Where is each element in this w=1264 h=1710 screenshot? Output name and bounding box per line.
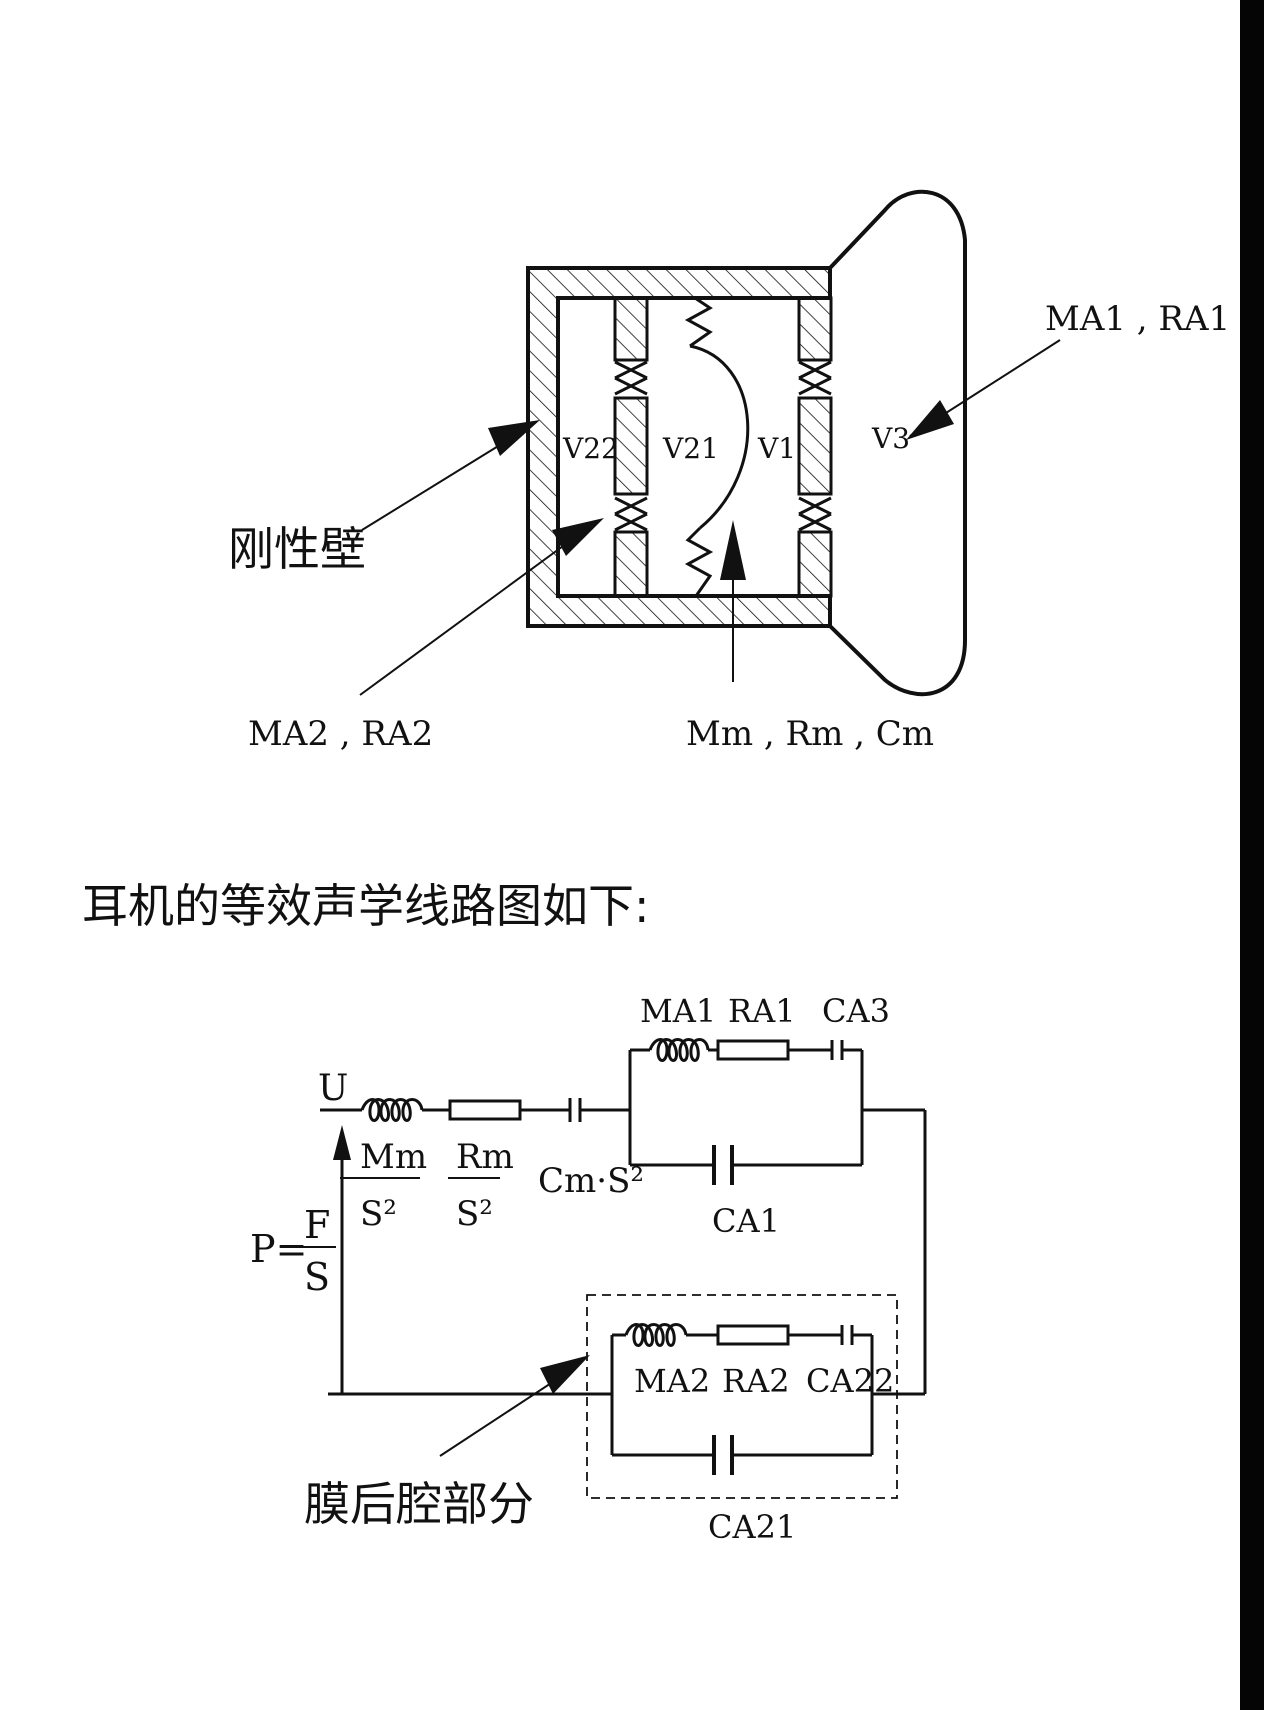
ma2-inductor [624, 1323, 688, 1347]
label-rm-den: S² [456, 1194, 493, 1234]
arrow-mm-rm-cm [720, 520, 746, 682]
label-ma1: MA1 [640, 992, 716, 1030]
back-cavity-arrow [439, 1371, 569, 1457]
label-u: U [318, 1068, 348, 1109]
circuit-labels: U P= F S Mm S² Rm S² Cm·S² MA1 RA1 CA3 C… [250, 992, 894, 1546]
label-mm-den: S² [360, 1194, 397, 1234]
source-arrow [333, 1125, 351, 1160]
back-cavity-box [586, 1294, 898, 1499]
label-mm: Mm [360, 1137, 427, 1177]
label-ma2: MA2 [634, 1362, 710, 1400]
earphone-structure: V22 V21 V1 V3 MA1 , RA1 刚性壁 MA2 , RA2 Mm… [228, 189, 1230, 754]
ear-chamber [828, 189, 967, 697]
label-rm: Rm [456, 1137, 514, 1177]
volume-v22: V22 [562, 432, 619, 465]
equivalent-circuit [302, 1038, 927, 1499]
label-ra1: RA1 [728, 992, 796, 1030]
diaphragm [684, 296, 750, 597]
label-p-eq: P= [250, 1227, 307, 1271]
arrow-rigid-wall [361, 420, 540, 531]
label-mm-rm-cm: Mm , Rm , Cm [686, 714, 934, 754]
label-s: S [304, 1255, 330, 1299]
volume-v21: V21 [662, 432, 719, 465]
volume-v1: V1 [757, 432, 796, 465]
label-ma1-ra1: MA1 , RA1 [1045, 299, 1230, 339]
rm-resistor [448, 1099, 522, 1121]
label-ca3: CA3 [822, 992, 890, 1030]
scan-edge-bar [1240, 0, 1264, 1710]
left-support-column [613, 296, 649, 598]
ma1-inductor [648, 1038, 710, 1062]
mm-inductor [360, 1098, 424, 1122]
rigid-wall [526, 266, 832, 628]
circuit-title: 耳机的等效声学线路图如下: [82, 879, 650, 933]
label-ca21: CA21 [708, 1508, 796, 1546]
label-ca22: CA22 [806, 1362, 894, 1400]
arrow-ma2-ra2 [359, 518, 604, 696]
ra1-resistor [716, 1039, 790, 1061]
label-ca1: CA1 [712, 1202, 780, 1240]
label-ma2-ra2: MA2 , RA2 [248, 714, 433, 754]
label-ra2: RA2 [722, 1362, 790, 1400]
volume-v3: V3 [871, 422, 910, 455]
right-support-column [797, 296, 833, 598]
label-back-cavity: 膜后腔部分 [304, 1477, 534, 1531]
label-cm: Cm·S² [538, 1161, 644, 1201]
arrow-ma1-ra1 [906, 339, 1061, 440]
ra2-resistor [716, 1324, 790, 1346]
label-f: F [304, 1203, 330, 1247]
label-rigid-wall: 刚性壁 [228, 522, 366, 576]
